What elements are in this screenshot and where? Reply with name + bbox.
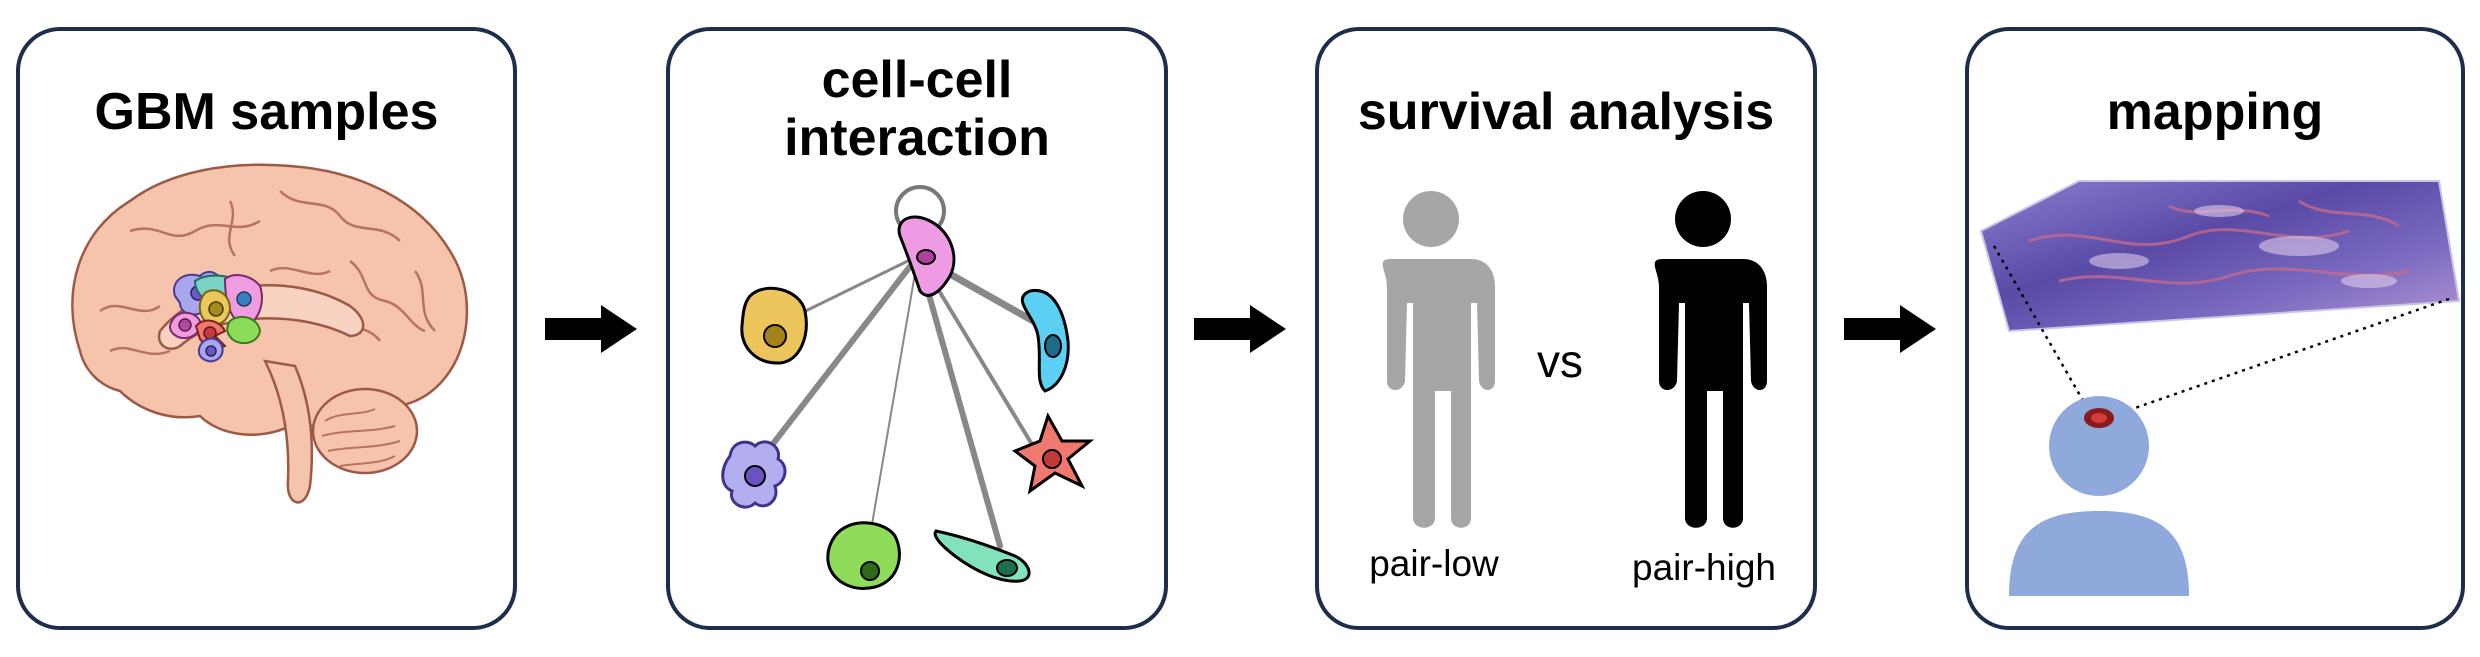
- panel-title: mapping: [2106, 83, 2324, 141]
- label-pair-low: pair-low: [1369, 543, 1499, 584]
- person-high-icon: [1654, 191, 1767, 528]
- title-line-2: interaction: [784, 109, 1050, 167]
- cell-teal: [933, 529, 1031, 583]
- panel-survival-analysis: survival analysis pair-low vs pair-high: [1315, 27, 1817, 630]
- panel-title: GBM samples: [94, 83, 439, 141]
- mapping-illustration: [1979, 180, 2461, 596]
- title-line-1: cell-cell: [821, 51, 1013, 109]
- cell-green: [826, 521, 901, 590]
- label-vs: vs: [1537, 335, 1583, 387]
- cell-yellow: [740, 286, 808, 365]
- label-pair-high: pair-high: [1632, 547, 1776, 588]
- cerebellum: [311, 387, 419, 475]
- panel-gbm-samples: GBM samples: [16, 27, 517, 630]
- arrow-right-icon: [1194, 305, 1286, 353]
- brain-illustration: [71, 163, 469, 504]
- panel-cell-cell-interaction: cell-cell interaction: [666, 27, 1168, 630]
- cell-interaction-network: [721, 185, 1095, 590]
- panel-title: cell-cell interaction: [670, 51, 1164, 167]
- panel-mapping: mapping: [1965, 27, 2465, 630]
- survival-figures: [1382, 191, 1767, 528]
- tumor-spot-icon: [2084, 408, 2114, 428]
- panel-title: survival analysis: [1357, 83, 1775, 141]
- cell-purple: [721, 440, 787, 509]
- cell-cyan: [1021, 289, 1070, 393]
- arrow-right-icon: [545, 305, 637, 353]
- tissue-slice: [1979, 180, 2461, 333]
- cell-red: [1011, 412, 1095, 495]
- brainstem: [262, 359, 314, 504]
- tumor-cell-cluster: [169, 270, 263, 363]
- person-low-icon: [1382, 191, 1495, 528]
- patient-icon: [2009, 396, 2189, 596]
- arrow-right-icon: [1844, 305, 1936, 353]
- cell-pink: [897, 215, 956, 297]
- interaction-edges: [749, 252, 1046, 549]
